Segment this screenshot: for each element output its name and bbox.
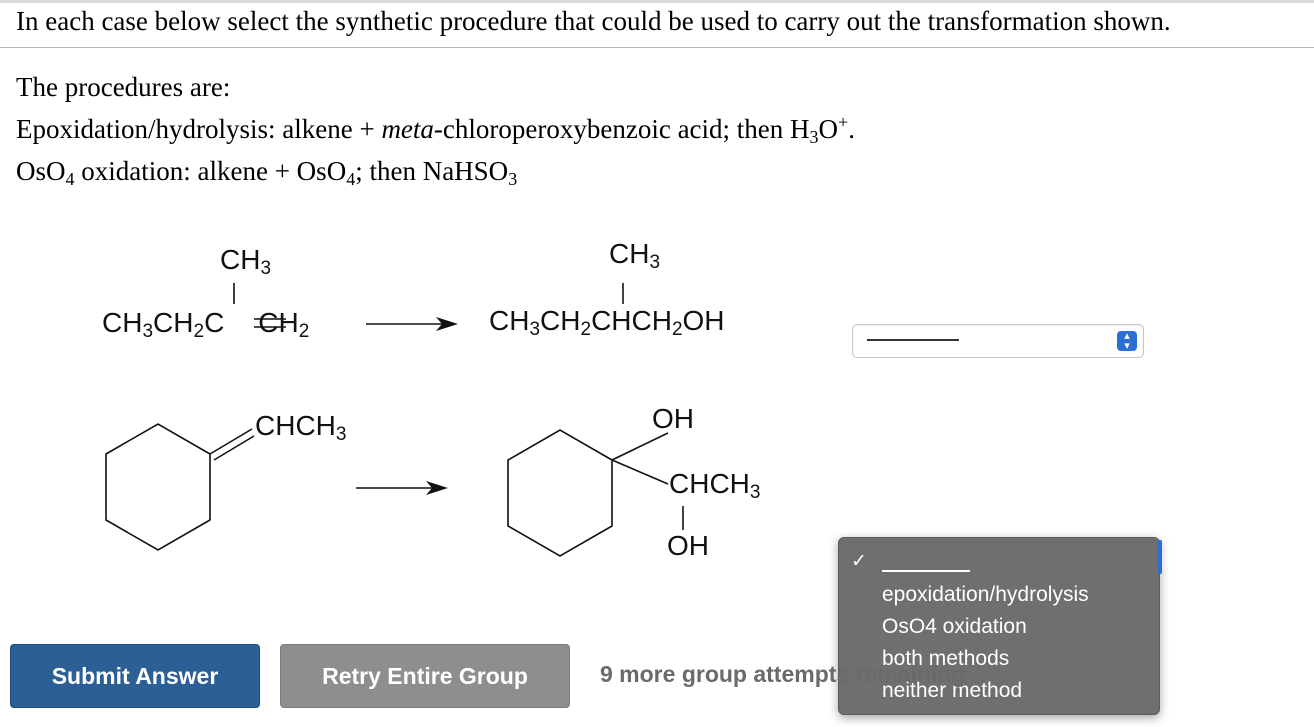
chevron-up-down-icon: ▴▾ xyxy=(1117,330,1137,351)
dropdown-option-oso4[interactable]: OsO4 oxidation xyxy=(882,615,1027,638)
reactant-1-methyl: CH3 xyxy=(220,244,272,279)
dropdown-option-blank[interactable] xyxy=(882,570,970,572)
retry-entire-group-button[interactable]: Retry Entire Group xyxy=(280,644,570,708)
checkmark-icon: ✓ xyxy=(851,550,867,572)
top-border xyxy=(0,0,1314,3)
bond-line xyxy=(611,432,669,461)
bond-line xyxy=(611,459,669,485)
procedure-epoxidation: Epoxidation/hydrolysis: alkene + meta-ch… xyxy=(16,112,855,147)
procedure-name: Epoxidation/hydrolysis xyxy=(16,114,268,144)
attempts-remaining-text: 9 more group attempts remaining xyxy=(600,661,966,687)
dropdown-option-neither[interactable]: neither method xyxy=(882,679,1023,702)
product-2-oh-top: OH xyxy=(652,403,694,434)
answer-dropdown-menu: ✓ epoxidation/hydrolysis OsO4 oxidation … xyxy=(838,537,1162,715)
procedure-oso4: OsO4 oxidation: alkene + OsO4; then NaHS… xyxy=(16,156,518,189)
question-instruction: In each case below select the synthetic … xyxy=(16,6,1171,36)
cyclohexane-ring xyxy=(507,429,613,557)
product-2-oh-bottom: OH xyxy=(667,530,709,561)
answer-select[interactable]: ▴▾ xyxy=(852,324,1144,358)
product-1-methyl: CH3 xyxy=(609,238,661,273)
arrow-head xyxy=(436,317,458,331)
reactant-2-ethylidene: CHCH3 xyxy=(255,410,347,445)
arrow-head xyxy=(426,481,448,495)
dropdown-option-epoxidation[interactable]: epoxidation/hydrolysis xyxy=(882,583,1089,606)
cyclohexane-ring xyxy=(105,423,211,551)
select-edge xyxy=(1158,540,1162,574)
product-2-chain: CHCH3 xyxy=(669,468,761,503)
dropdown-option-both[interactable]: both methods xyxy=(882,647,1010,670)
divider xyxy=(0,47,1314,48)
double-bond-line xyxy=(209,428,253,455)
selected-value-blank xyxy=(867,339,959,341)
submit-answer-button[interactable]: Submit Answer xyxy=(10,644,260,708)
double-bond-line xyxy=(213,435,255,461)
procedures-heading: The procedures are: xyxy=(16,72,231,102)
product-1-formula: CH3CH2CHCH2OH xyxy=(489,305,725,340)
